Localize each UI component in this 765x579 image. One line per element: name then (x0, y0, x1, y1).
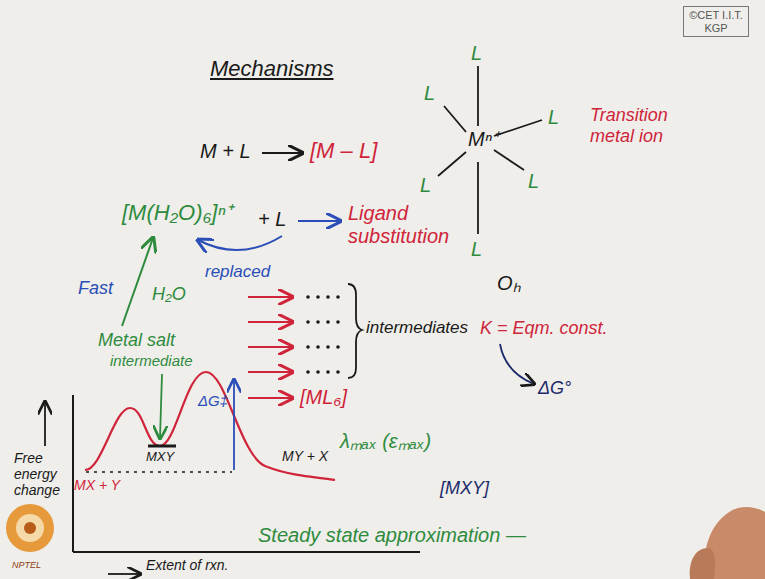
ligand-symbol: L (471, 238, 482, 261)
metal-ion: Mⁿ⁺ (468, 128, 499, 151)
symmetry-label: Oₕ (497, 272, 521, 295)
complex-formula: [M – L] (310, 138, 377, 163)
note: Transition metal ion (590, 105, 690, 146)
process-name: Ligand substitution (348, 202, 473, 248)
graph-label: MY + X (282, 448, 328, 464)
formula: [MXY] (440, 478, 489, 499)
axis-label: Free energy change (14, 450, 70, 498)
note: Metal salt (98, 330, 175, 351)
graph-label: MX + Y (74, 477, 120, 493)
logo-text: ©CET I.I.T. KGP (688, 9, 744, 34)
ligand-symbol: L (548, 106, 559, 129)
ligand-symbol: L (471, 42, 482, 65)
symbol: λₘₐₓ (εₘₐₓ) (340, 430, 431, 453)
graph-label: ΔG‡ (198, 392, 228, 409)
heading: Mechanisms (210, 56, 333, 81)
logo-box: ©CET I.I.T. KGP (683, 6, 749, 37)
note: Fast (78, 278, 113, 299)
logo-text: NPTEL (12, 560, 41, 570)
reactants: M + L (200, 140, 251, 163)
ligand-symbol: L (528, 170, 539, 193)
ligand-symbol: L (420, 174, 431, 197)
note: Steady state approximation — (258, 524, 526, 547)
solvent-label: H₂O (152, 284, 186, 305)
graph-label: intermediate (110, 352, 193, 369)
note: replaced (205, 262, 270, 282)
graph-label: MXY (146, 450, 174, 465)
aqua-complex: [M(H₂O)₆]ⁿ⁺ (122, 200, 232, 225)
equation: K = Eqm. const. (480, 318, 608, 339)
ligand-symbol: L (424, 82, 435, 105)
ligand-added: + L (258, 208, 286, 231)
note: intermediates (366, 318, 468, 338)
axis-label: Extent of rxn. (146, 557, 228, 573)
product-formula: [ML₆] (300, 386, 347, 409)
symbol: ΔG° (538, 378, 571, 399)
